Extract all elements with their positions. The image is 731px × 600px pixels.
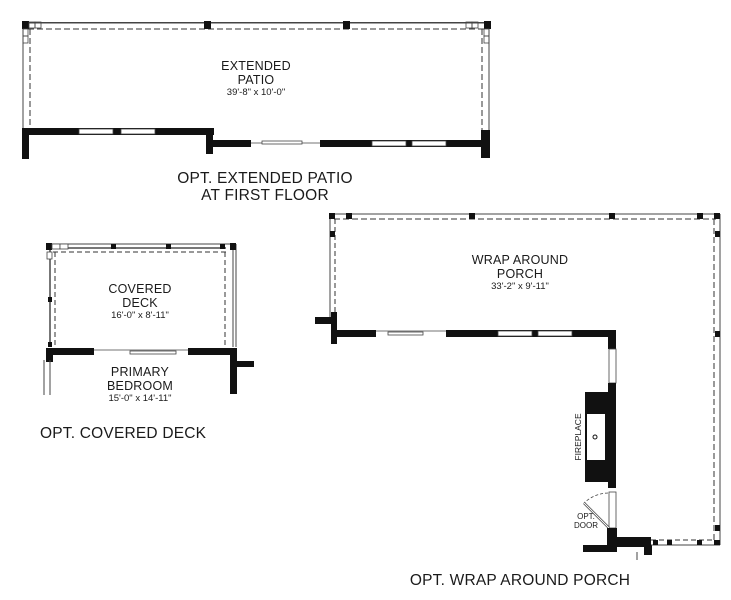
opt-door-label: OPT. DOOR: [570, 512, 602, 531]
covered-deck-caption: OPT. COVERED DECK: [40, 425, 207, 442]
room-dimensions: 39'-8" x 10'-0": [226, 86, 286, 98]
door-label-line: OPT.: [577, 512, 595, 521]
room-dimensions: 33'-2" x 9'-11": [491, 280, 549, 292]
wrap-around-porch-caption: OPT. WRAP AROUND PORCH: [409, 572, 631, 589]
door-label-line: DOOR: [574, 520, 598, 530]
covered-deck-plan: [43, 243, 254, 395]
fireplace-label: FIREPLACE: [573, 413, 583, 461]
extended-patio-label: EXTENDED PATIO 39'-8" x 10'-0": [206, 59, 306, 98]
room-dimensions: 16'-0" x 8'-11": [111, 309, 169, 321]
room-name: WRAP AROUND: [471, 253, 569, 267]
room-name: PATIO: [237, 72, 275, 87]
room-name: EXTENDED: [221, 59, 291, 73]
primary-bedroom-label: PRIMARY BEDROOM 15'-0" x 14'-11": [90, 365, 190, 404]
room-name: COVERED: [108, 282, 172, 296]
wrap-around-porch-plan: [315, 213, 721, 560]
covered-deck-label: COVERED DECK 16'-0" x 8'-11": [90, 282, 190, 321]
extended-patio-caption: OPT. EXTENDED PATIO AT FIRST FLOOR: [150, 170, 380, 204]
room-name: PORCH: [496, 266, 544, 281]
room-name: PRIMARY: [110, 365, 170, 379]
wrap-around-porch-label: WRAP AROUND PORCH 33'-2" x 9'-11": [460, 253, 580, 292]
room-name: BEDROOM: [107, 378, 173, 393]
caption-line: OPT. EXTENDED PATIO: [177, 170, 353, 187]
extended-patio-plan: [22, 21, 491, 159]
caption-line: AT FIRST FLOOR: [201, 187, 329, 205]
room-dimensions: 15'-0" x 14'-11": [108, 392, 172, 404]
room-name: DECK: [122, 295, 158, 310]
